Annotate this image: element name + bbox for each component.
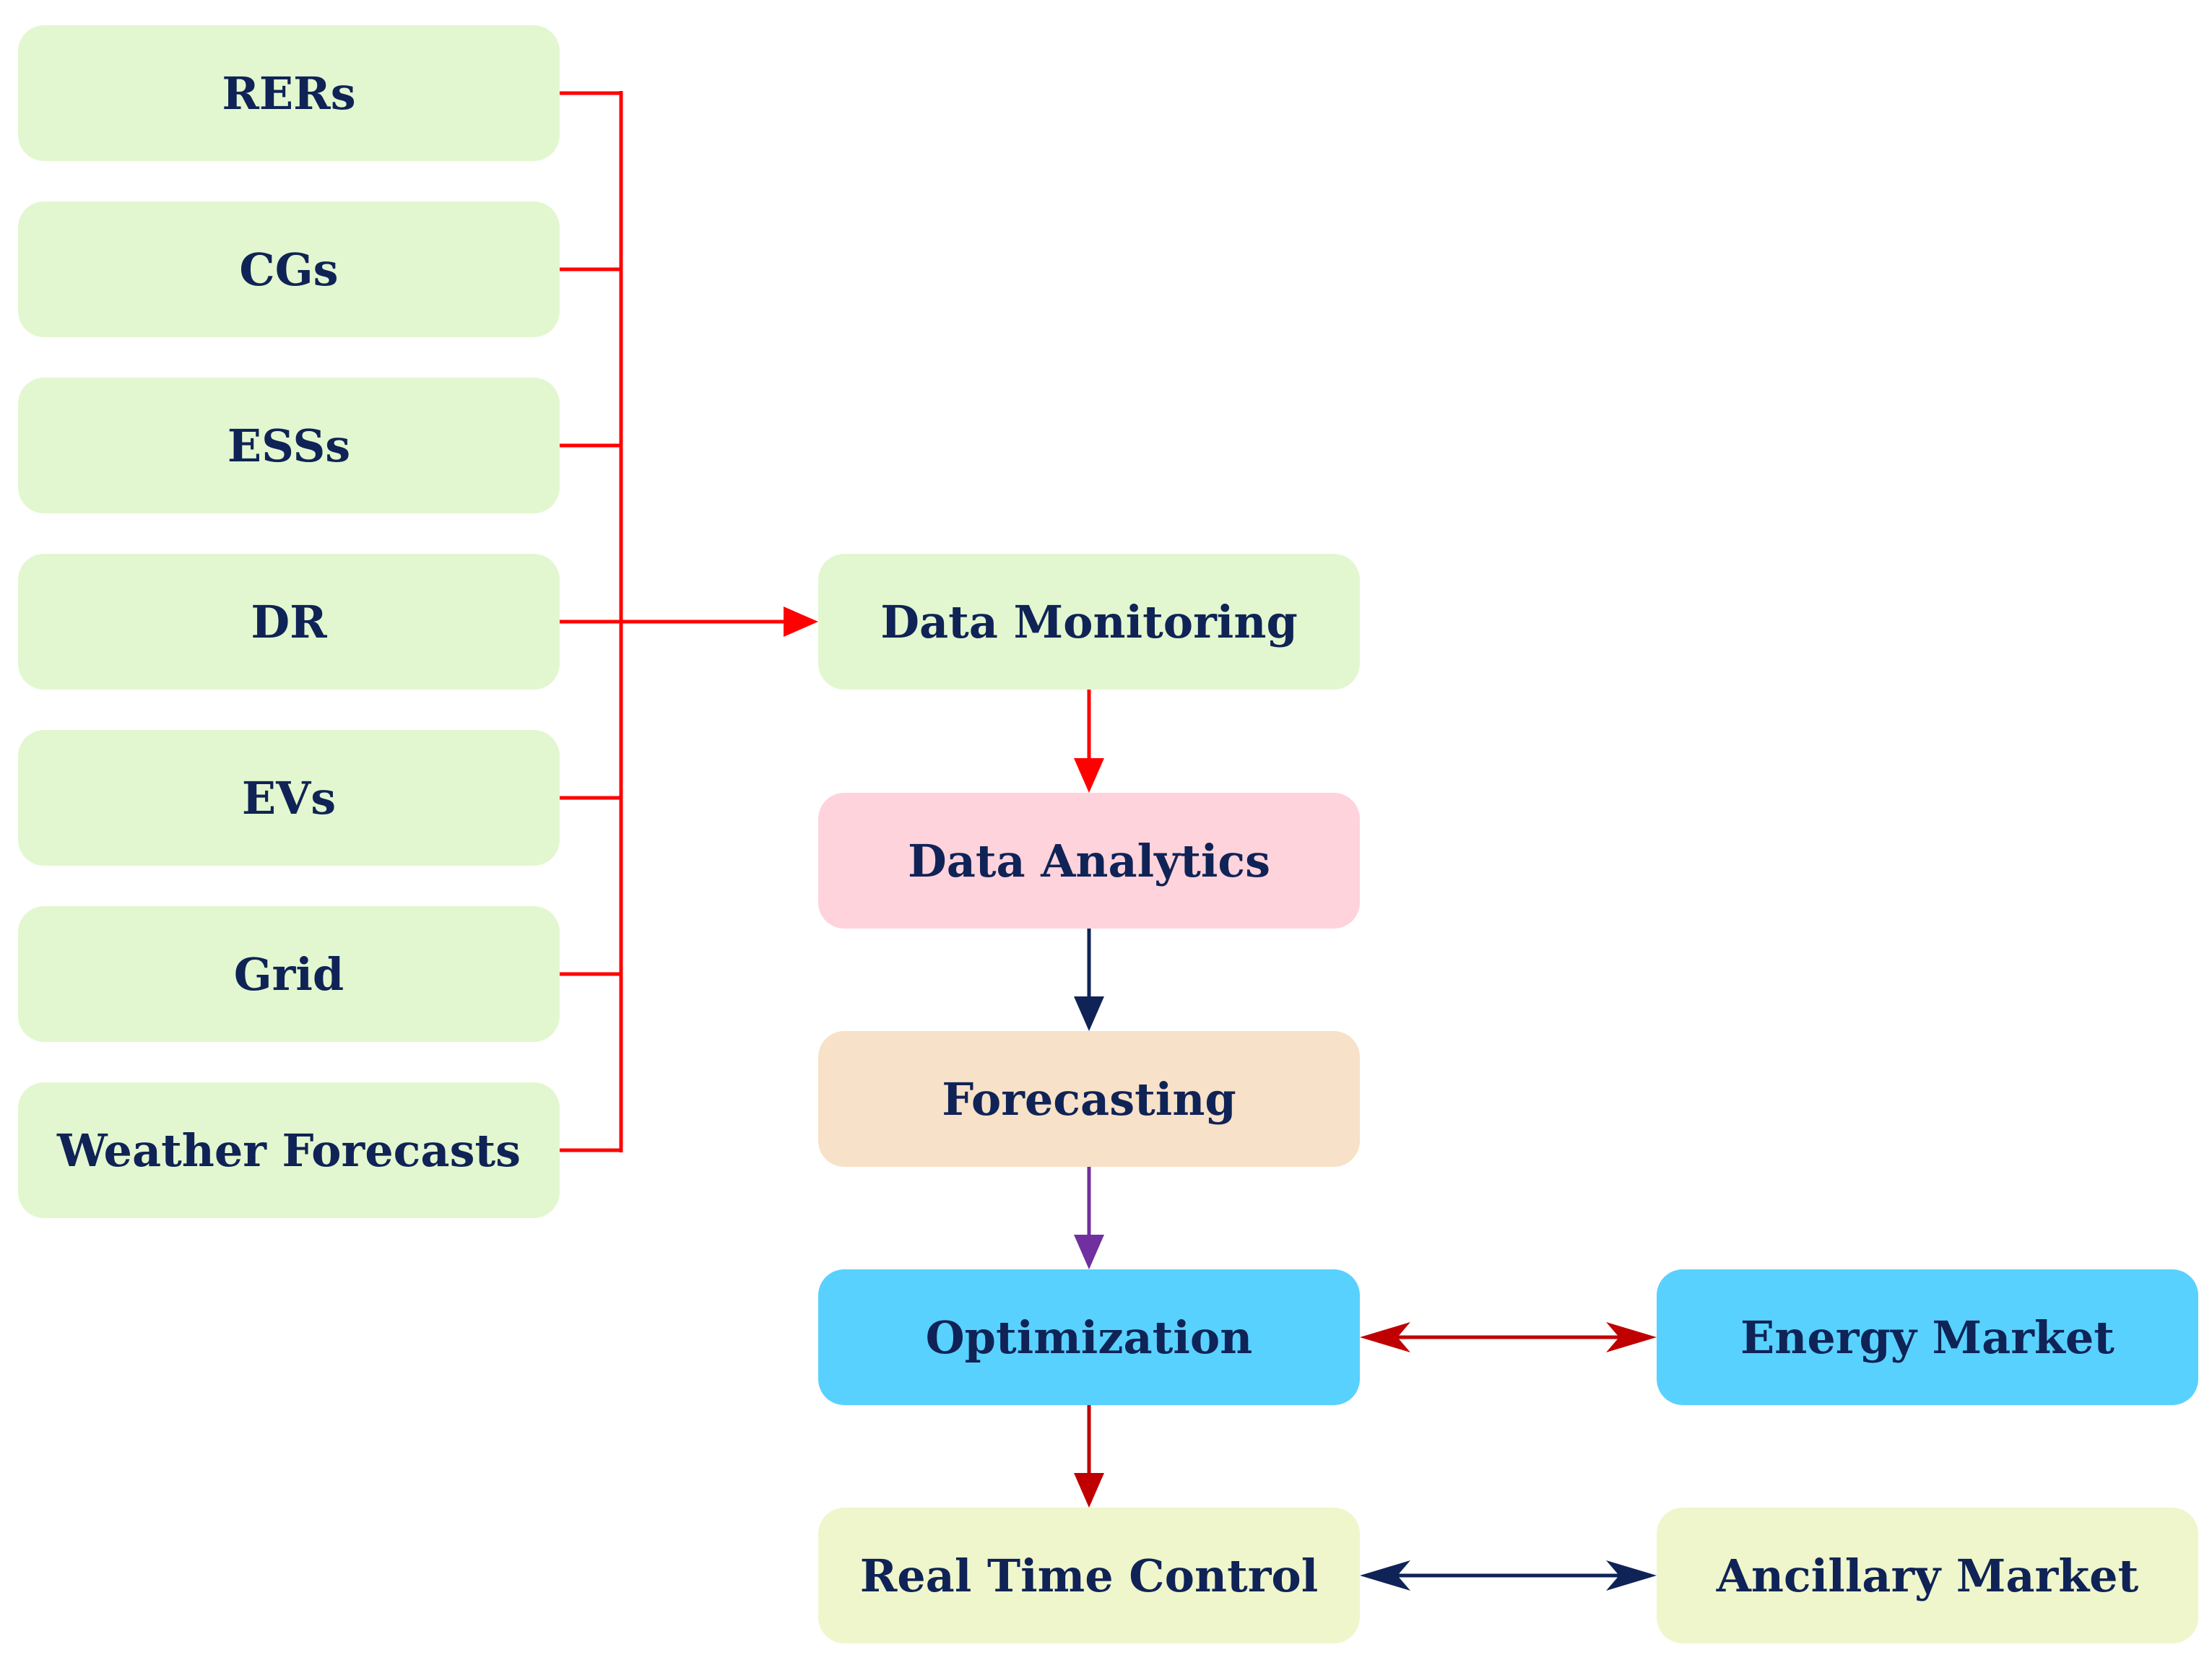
node-forecasting: Forecasting [818,1031,1360,1167]
node-grid: Grid [18,906,560,1042]
arrowhead-forecasting [1074,996,1104,1031]
arrowhead-optimization [1074,1235,1104,1269]
source-bus [560,91,623,1152]
arrowhead-ancillary-market [1606,1560,1657,1591]
arrowhead-control-left [1360,1560,1410,1591]
node-real-time-control: Real Time Control [818,1508,1360,1643]
node-data-monitoring: Data Monitoring [818,554,1360,690]
node-ancillary-market: Ancillary Market [1657,1508,2198,1643]
node-optimization: Optimization [818,1269,1360,1405]
node-esss: ESSs [18,378,560,513]
arrowhead-analytics [1074,758,1104,793]
node-weather-forecasts: Weather Forecasts [18,1082,560,1218]
arrowhead-control [1074,1473,1104,1508]
node-evs: EVs [18,730,560,866]
arrowhead-optimization-left [1360,1322,1410,1352]
node-data-analytics: Data Analytics [818,793,1360,929]
node-rers: RERs [18,25,560,161]
node-energy-market: Energy Market [1657,1269,2198,1405]
arrowhead-energy-market [1606,1322,1657,1352]
arrowhead-monitoring [784,607,818,637]
node-cgs: CGs [18,201,560,337]
node-dr: DR [18,554,560,690]
